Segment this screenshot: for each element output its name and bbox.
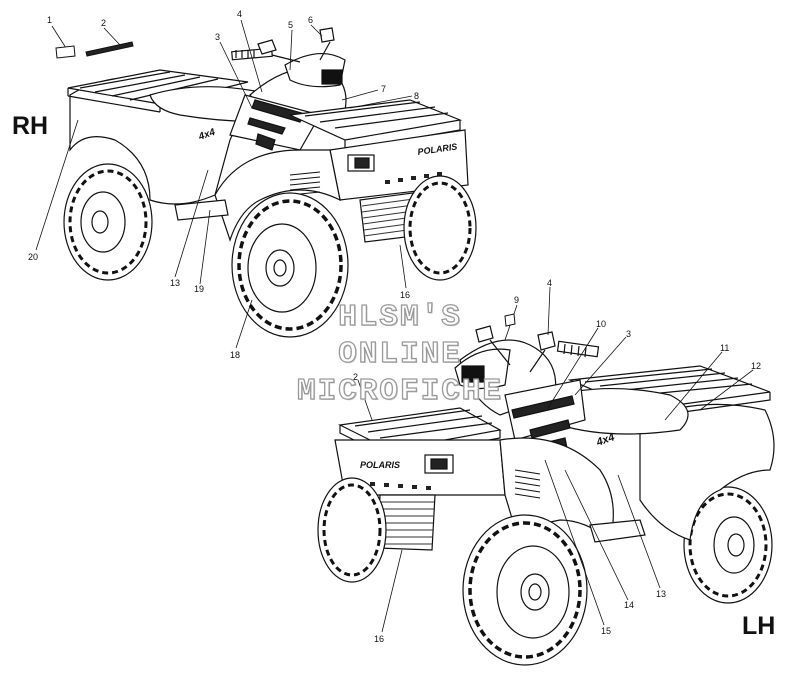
lh-grille bbox=[377, 494, 436, 551]
callout-lh-13: 13 bbox=[656, 589, 666, 599]
rh-view-label: RH bbox=[12, 112, 49, 140]
lh-view-label: LH bbox=[742, 612, 776, 640]
callout-lh-14: 14 bbox=[624, 600, 634, 610]
lh-leader-lines bbox=[357, 286, 754, 633]
callout-lh-11: 11 bbox=[720, 343, 729, 353]
rh-shock bbox=[289, 171, 321, 196]
atv-lh-view: 4x4 POLARIS bbox=[317, 325, 775, 666]
lh-rear-fender bbox=[639, 403, 775, 541]
rh-leader-lines bbox=[35, 19, 413, 349]
lh-footrest bbox=[589, 519, 646, 543]
rh-footrest bbox=[174, 199, 229, 221]
callout-rh-5: 5 bbox=[288, 20, 293, 30]
lh-polaris-decal: POLARIS bbox=[360, 460, 400, 470]
lh-far-front-wheel bbox=[317, 477, 387, 583]
callout-rh-7: 7 bbox=[381, 84, 386, 94]
callout-lh-15: 15 bbox=[601, 626, 611, 636]
watermark-line-3: MICROFICHE bbox=[296, 373, 504, 409]
callout-rh-20: 20 bbox=[28, 252, 38, 262]
callout-rh-1: 1 bbox=[47, 15, 52, 25]
rh-callouts: 1 2 3 4 5 6 7 8 13 16 18 19 20 bbox=[28, 9, 419, 360]
callout-rh-2: 2 bbox=[101, 18, 106, 28]
lh-near-front-wheel bbox=[462, 514, 588, 666]
callout-rh-13: 13 bbox=[170, 278, 180, 288]
callout-rh-19: 19 bbox=[194, 284, 204, 294]
rh-front-fender bbox=[214, 149, 341, 242]
decal-1-swatch bbox=[55, 45, 76, 59]
callout-lh-4: 4 bbox=[547, 278, 552, 288]
lh-shock bbox=[514, 469, 541, 499]
lh-rear-wheel bbox=[683, 486, 773, 604]
rh-near-front-wheel bbox=[231, 192, 349, 338]
lh-callouts: 2 3 4 9 10 11 12 13 14 15 16 bbox=[353, 278, 761, 644]
lh-4x4-badge: 4x4 bbox=[594, 431, 616, 449]
rh-side-decals: 4x4 bbox=[196, 94, 321, 151]
callout-lh-10: 10 bbox=[596, 319, 606, 329]
atv-rh-view: 4x4 POLARIS bbox=[63, 27, 477, 338]
lh-handlebars bbox=[475, 325, 600, 373]
watermark-line-2: ONLINE bbox=[338, 336, 462, 372]
callout-lh-3: 3 bbox=[626, 329, 631, 339]
decal-2-swatch bbox=[85, 41, 134, 57]
rh-handlebars bbox=[231, 27, 346, 88]
callout-rh-16: 16 bbox=[400, 290, 410, 300]
rh-decal-swatches bbox=[55, 41, 134, 59]
callout-lh-9: 9 bbox=[514, 295, 519, 305]
rh-far-front-wheel bbox=[403, 175, 477, 281]
callout-rh-4: 4 bbox=[237, 9, 242, 19]
lh-front-fascia: POLARIS bbox=[334, 439, 506, 496]
callout-lh-2: 2 bbox=[353, 372, 358, 382]
lh-side-decals: 4x4 bbox=[504, 379, 616, 455]
callout-lh-12: 12 bbox=[751, 361, 761, 371]
lh-headlight-pod bbox=[454, 348, 511, 390]
rh-rear-wheel bbox=[63, 163, 153, 281]
decal-9-swatch bbox=[504, 313, 516, 327]
callout-rh-8: 8 bbox=[414, 91, 419, 101]
callout-rh-6: 6 bbox=[308, 15, 313, 25]
callout-rh-3: 3 bbox=[215, 32, 220, 42]
callout-lh-16: 16 bbox=[374, 634, 384, 644]
rh-rear-rack bbox=[67, 69, 249, 113]
watermark-line-1: HLSM'S bbox=[338, 299, 462, 335]
callout-rh-18: 18 bbox=[230, 350, 240, 360]
